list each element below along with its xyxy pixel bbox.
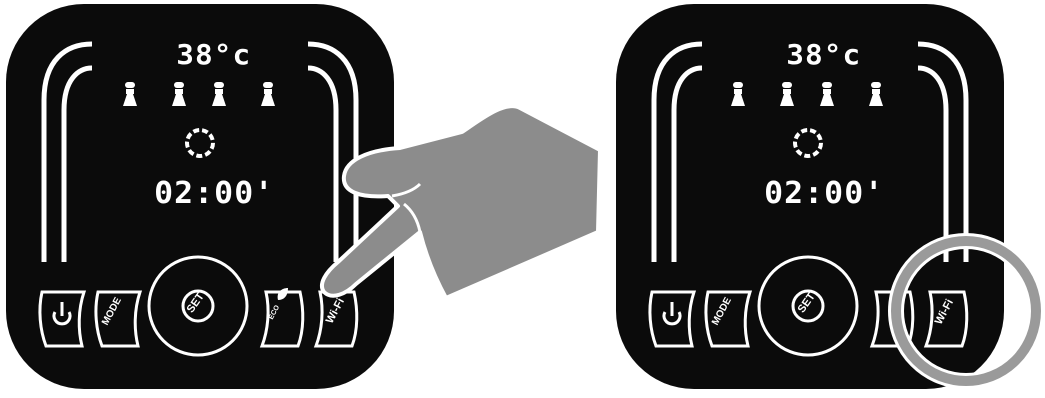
timer-display: 02:00' [764, 176, 884, 211]
control-panel-left: 38°c 02:00' MODE SET ECO Wi-Fi [0, 0, 400, 394]
hand-thumb-crease [404, 204, 420, 232]
timer-display: 02:00' [154, 176, 274, 211]
temperature-display: 38°c [176, 38, 251, 71]
temperature-display: 38°c [786, 38, 861, 71]
control-panel-right: 38°c 02:00' MODE SET Wi-Fi [610, 0, 1010, 394]
